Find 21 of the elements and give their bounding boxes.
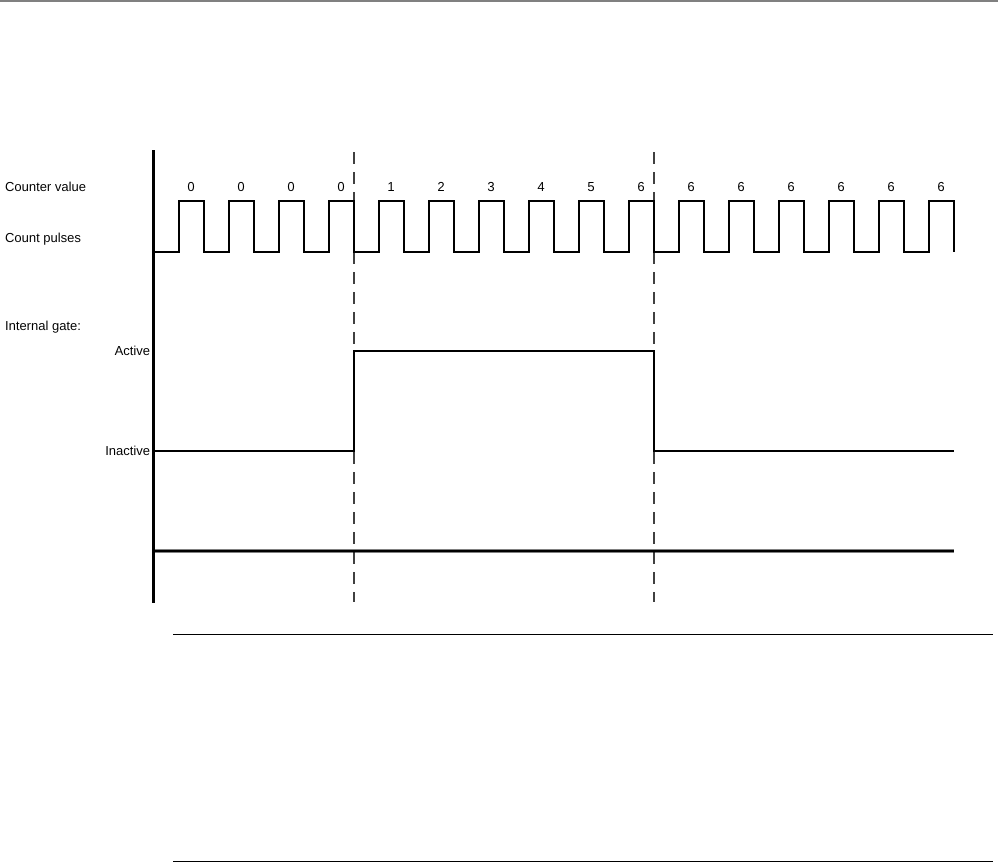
counter-value: 5 xyxy=(586,179,596,195)
signal-label: Internal gate: xyxy=(5,318,81,334)
counter-value: 6 xyxy=(786,179,796,195)
counter-value: 1 xyxy=(386,179,396,195)
signal-label: Counter value xyxy=(5,179,86,195)
counter-value: 6 xyxy=(886,179,896,195)
counter-value: 3 xyxy=(486,179,496,195)
counter-value: 0 xyxy=(236,179,246,195)
counter-value: 0 xyxy=(336,179,346,195)
counter-value: 0 xyxy=(286,179,296,195)
counter-value: 6 xyxy=(836,179,846,195)
counter-value: 2 xyxy=(436,179,446,195)
counter-value: 6 xyxy=(636,179,646,195)
level-label: Inactive xyxy=(105,443,150,459)
counter-value: 6 xyxy=(686,179,696,195)
counter-value: 0 xyxy=(186,179,196,195)
counter-value: 4 xyxy=(536,179,546,195)
counter-value: 6 xyxy=(736,179,746,195)
counter-value: 6 xyxy=(936,179,946,195)
level-label: Active xyxy=(114,343,150,359)
signal-label: Count pulses xyxy=(5,230,81,246)
